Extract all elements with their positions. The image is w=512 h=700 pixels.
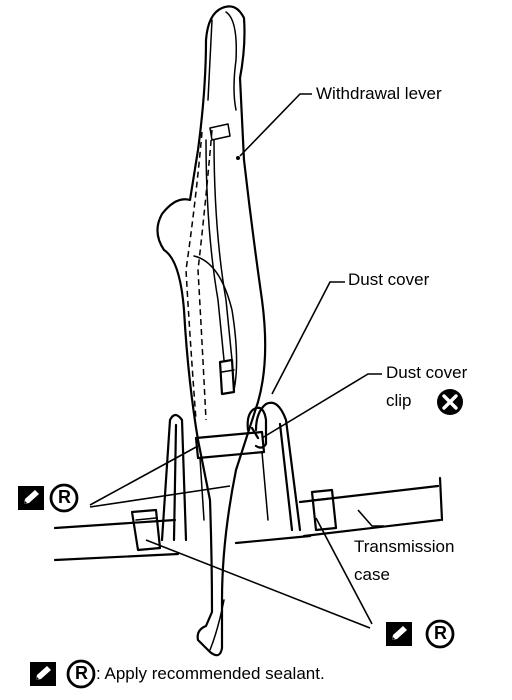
leader-lines (89, 93, 384, 629)
dust-cover-clip-label-line2: clip (386, 391, 412, 410)
withdrawal-lever-label: Withdrawal lever (316, 84, 442, 103)
transmission-case (53, 476, 444, 562)
leader-withdrawal-lever (239, 93, 312, 157)
leader-dust-cover (271, 281, 345, 395)
transmission-case-label-line2: case (354, 565, 390, 584)
sealant-pencil-icon (30, 662, 56, 686)
sealant-legend-text: : Apply recommended sealant. (96, 664, 325, 683)
sealant-r-letter: R (58, 487, 71, 507)
leader-sealant-top-2 (89, 485, 231, 508)
dust-cover-label: Dust cover (348, 270, 430, 289)
x-circle-icon (437, 389, 463, 415)
sealant-r-icon (66, 659, 96, 689)
sealant-pencil-icon (386, 622, 412, 646)
withdrawal-lever (156, 5, 267, 657)
leader-transmission-case (357, 509, 384, 527)
dust-cover-clip (246, 406, 268, 449)
sealant-r-icon (425, 619, 455, 649)
sealant-r-letter: R (75, 663, 88, 683)
sealant-r-letter: R (434, 623, 447, 643)
transmission-case-label-line1: Transmission (354, 537, 455, 556)
dust-cover (160, 401, 302, 542)
leader-sealant-top-1 (89, 445, 199, 506)
sealant-pencil-icon (18, 486, 44, 510)
leader-dust-cover-clip (261, 373, 382, 439)
leader-sealant-bottom-1 (145, 539, 371, 629)
sealant-r-icon (49, 483, 79, 513)
leader-sealant-bottom-2 (315, 517, 373, 625)
dust-cover-clip-label-line1: Dust cover (386, 363, 468, 382)
